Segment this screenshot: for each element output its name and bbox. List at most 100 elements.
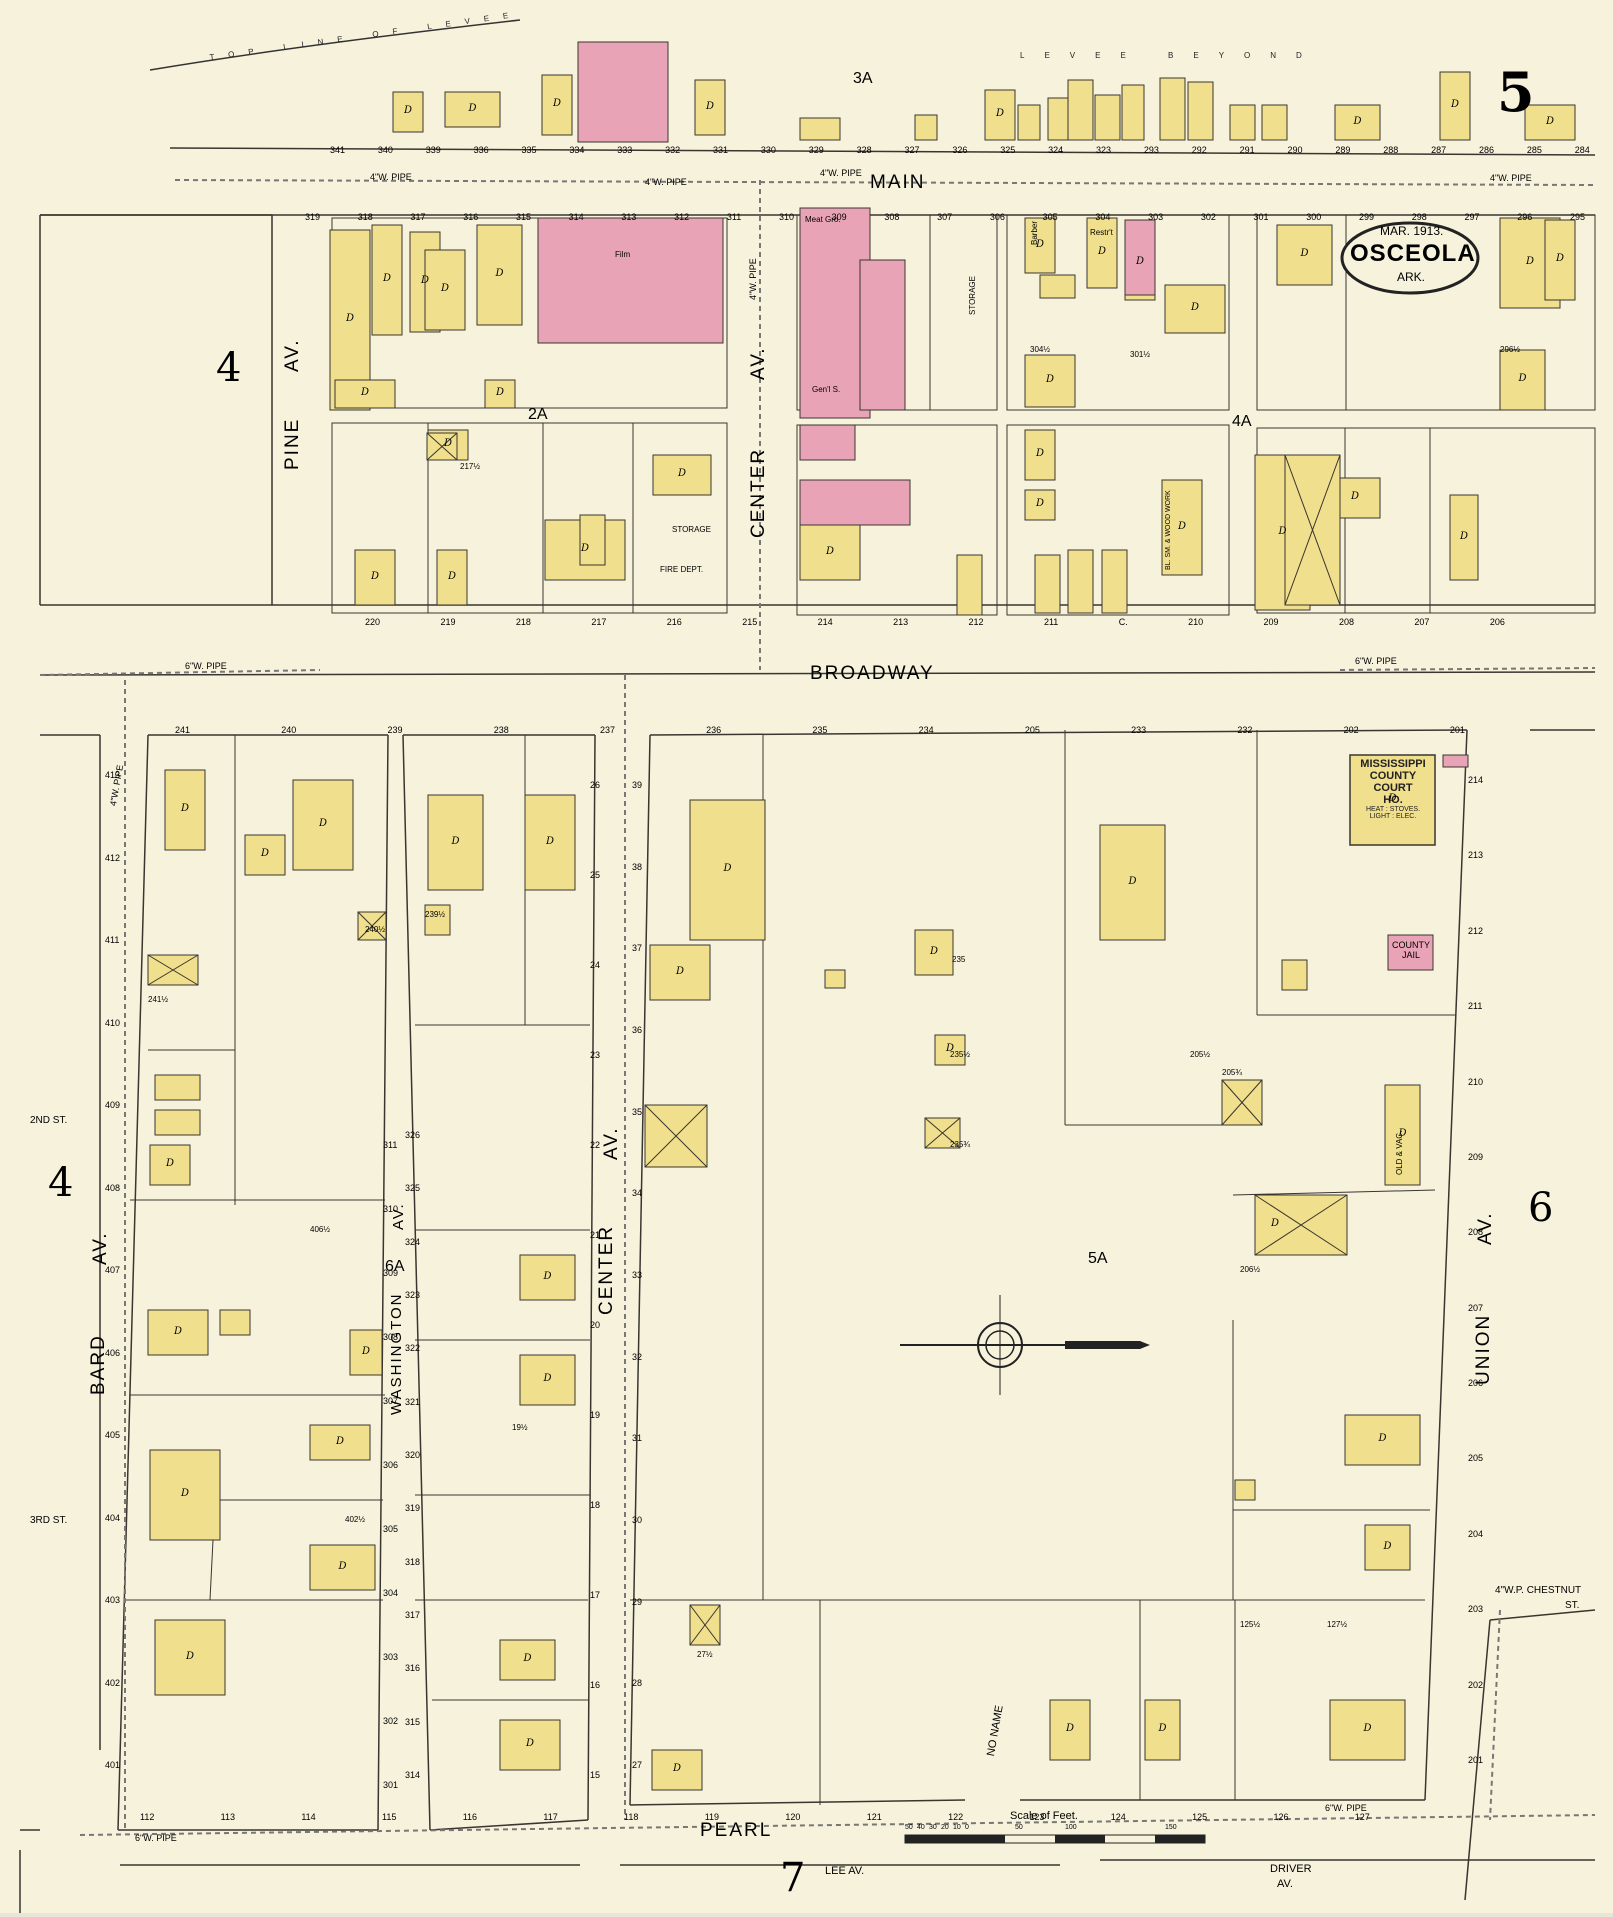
- storage-label: STORAGE: [672, 525, 711, 534]
- lot-number: 241: [175, 725, 191, 735]
- general-store-label: Gen'l S.: [812, 385, 841, 394]
- storage-label: STORAGE: [968, 276, 977, 315]
- block-6a: 6A: [385, 1258, 405, 1275]
- water-pipes: [39, 179, 1596, 1836]
- street-broadway: BROADWAY: [810, 663, 935, 684]
- lot-subnumber: 301½: [1130, 350, 1151, 359]
- lot-number: 301: [1253, 212, 1269, 222]
- lot-number: 239: [387, 725, 403, 735]
- dwelling-mark: D: [826, 545, 835, 557]
- lot-number: 205: [1468, 1453, 1484, 1464]
- lot-subnumber: 19½: [512, 1423, 528, 1432]
- pipe-label: 4"W. PIPE: [748, 258, 758, 300]
- lot-number: 206: [1468, 1378, 1484, 1388]
- lot-number: 207: [1414, 617, 1430, 627]
- lot-number: 34: [632, 1188, 643, 1199]
- dwelling-mark: D: [1191, 302, 1200, 313]
- street-center-bottom-av: AV.: [601, 1126, 622, 1160]
- lot-number: 207: [1468, 1302, 1484, 1313]
- lot-number: 211: [1468, 1001, 1483, 1012]
- block-5a-lots: [125, 730, 1455, 1805]
- lot-number: 29: [632, 1596, 643, 1607]
- lot-number: 202: [1343, 725, 1359, 735]
- dwelling-mark: D: [1271, 1218, 1280, 1229]
- dwelling-mark: D: [362, 1345, 371, 1357]
- lot-number: 309: [383, 1268, 399, 1278]
- dwelling-mark: D: [1556, 253, 1565, 264]
- dwelling-mark: D: [1300, 248, 1309, 259]
- title-town: OSCEOLA: [1350, 240, 1476, 267]
- dwelling-mark: D: [526, 1738, 535, 1749]
- lot-number: 312: [674, 212, 690, 222]
- lot-number: 233: [1131, 725, 1147, 735]
- lot-number: 205: [1024, 725, 1040, 735]
- lot-number: 316: [405, 1663, 421, 1674]
- lot-number: 201: [1449, 725, 1465, 735]
- lot-number: 36: [632, 1024, 643, 1035]
- dwelling-mark: D: [496, 387, 505, 398]
- dwelling-mark: D: [1451, 99, 1460, 110]
- lot-subnumber: 240½: [365, 925, 386, 934]
- lot-number: 334: [569, 145, 585, 155]
- lot-number: 125: [1192, 1812, 1208, 1822]
- lot-number: 215: [742, 617, 758, 627]
- lot-number: 298: [1411, 212, 1427, 222]
- lot-number: 308: [383, 1332, 399, 1342]
- lot-number: 238: [493, 725, 509, 735]
- street-2nd: 2ND ST.: [30, 1115, 68, 1126]
- dwelling-mark: D: [543, 1373, 552, 1384]
- pipe-label: 4"W. PIPE: [820, 168, 862, 178]
- lot-number: 234: [918, 725, 934, 735]
- lot-number: 316: [463, 212, 479, 222]
- lot-number: 407: [105, 1265, 121, 1275]
- dwelling-mark: D: [1036, 498, 1045, 509]
- scale-tick-label: 50: [905, 1824, 913, 1831]
- lot-number: 18: [590, 1500, 601, 1510]
- county-jail-line-1: COUNTY: [1392, 940, 1430, 950]
- dwelling-mark: D: [166, 1158, 175, 1169]
- lot-number: 219: [440, 617, 456, 627]
- lot-number: 402: [105, 1677, 121, 1688]
- lot-number: 296: [1517, 212, 1533, 222]
- lot-subnumber: 125½: [1240, 1620, 1261, 1629]
- lot-number: 341: [330, 145, 346, 155]
- dwelling-mark: D: [371, 570, 380, 582]
- lot-number: 324: [1048, 145, 1064, 155]
- lot-number: 310: [383, 1204, 399, 1214]
- street-no-name: NO NAME: [985, 1704, 1006, 1758]
- courthouse-line-1: MISSISSIPPI: [1360, 758, 1426, 770]
- adjacent-sheet-bottom: 7: [780, 1855, 806, 1901]
- dwelling-mark: D: [1398, 1128, 1407, 1139]
- lot-number: 201: [1468, 1754, 1484, 1765]
- dwelling-mark: D: [1546, 115, 1555, 127]
- lot-number: 315: [405, 1716, 421, 1727]
- lot-number: 318: [405, 1556, 421, 1567]
- lot-number: 213: [893, 617, 909, 627]
- dwelling-mark: D: [1036, 238, 1045, 250]
- dwelling-mark: D: [1388, 793, 1397, 804]
- lot-number: 126: [1273, 1812, 1289, 1822]
- dwelling-mark: D: [673, 1763, 682, 1774]
- north-arrow-compass: [900, 1295, 1150, 1395]
- brick-buildings: [537, 41, 1469, 971]
- lot-number: 322: [405, 1343, 421, 1354]
- dwelling-mark: D: [186, 1650, 195, 1662]
- dwelling-mark: D: [1518, 373, 1527, 384]
- lot-subnumber: 304½: [1030, 345, 1051, 354]
- lot-number: 112: [140, 1812, 155, 1822]
- dwelling-mark: D: [1046, 374, 1055, 385]
- street-driver-av: AV.: [1277, 1878, 1293, 1890]
- lot-number: 321: [405, 1396, 421, 1407]
- courthouse-label: MISSISSIPPI COUNTY COURT HO. HEAT : STOV…: [1352, 758, 1434, 820]
- dwelling-mark: D: [404, 105, 413, 116]
- lot-number: 409: [105, 1100, 121, 1110]
- lot-number: 307: [383, 1396, 399, 1406]
- street-chestnut-st: ST.: [1565, 1600, 1580, 1611]
- lot-number: 333: [617, 145, 633, 155]
- dwelling-mark: D: [546, 835, 555, 847]
- lot-number: 232: [1237, 725, 1253, 735]
